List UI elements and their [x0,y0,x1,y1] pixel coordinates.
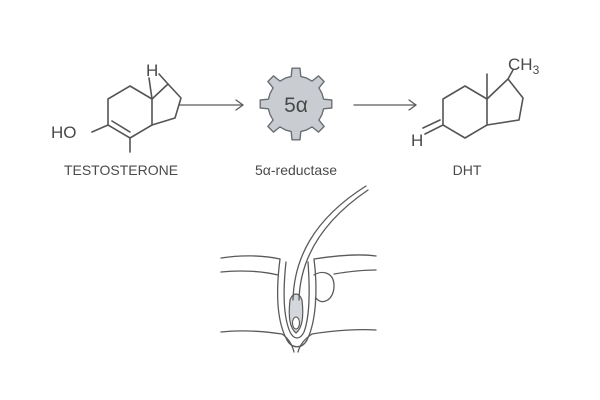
gear-icon: 5α [259,67,333,141]
dermal-papilla [291,316,301,330]
skin-surface-left [220,255,281,260]
arrow-right-icon [179,99,244,111]
dermis-line-left [220,330,283,335]
testosterone-atom-ho: HO [51,123,77,142]
testosterone-methyl-top [148,77,153,100]
dht-double-bond-2 [422,119,441,129]
testosterone-double-bond [111,120,131,133]
hair-follicle-illustration [220,185,377,353]
dht-atom-h: H [411,131,423,150]
skin-layer-right [333,269,377,275]
testosterone-ho-bond [91,124,109,133]
testosterone-structure: HO H [51,61,182,153]
dht-atom-ch3: CH3 [508,55,540,77]
dht-double-bond-1 [424,124,444,135]
follicle-inner-sheath [283,261,310,339]
gear-text: 5α [284,94,308,117]
testosterone-h-bond [158,73,169,85]
dht-ring-b [486,78,524,126]
dht-ring-a [442,85,488,139]
skin-surface-right [313,254,377,260]
dht-ch3-bond [507,69,514,80]
follicle-outer-sheath [276,258,317,348]
testosterone-ring-a [107,85,153,139]
testosterone-atom-h: H [146,61,158,80]
arrow-right-icon [353,99,417,111]
enzyme-label: 5α-reductase [255,162,337,178]
follicle-base-right [297,333,313,353]
testosterone-label: TESTOSTERONE [64,162,178,178]
dht-atom-ch3-subscript: 3 [533,63,540,77]
dht-label: DHT [453,162,482,178]
skin-layer-left [220,270,279,276]
dht-structure: CH3 H [411,55,540,150]
hair-shaft-right [298,189,369,301]
dermis-line-right [311,328,377,335]
hair-shaft-left [292,185,367,301]
testosterone-ring-b [151,83,182,126]
follicle-base-left [281,333,295,353]
sebaceous-gland [313,271,335,303]
